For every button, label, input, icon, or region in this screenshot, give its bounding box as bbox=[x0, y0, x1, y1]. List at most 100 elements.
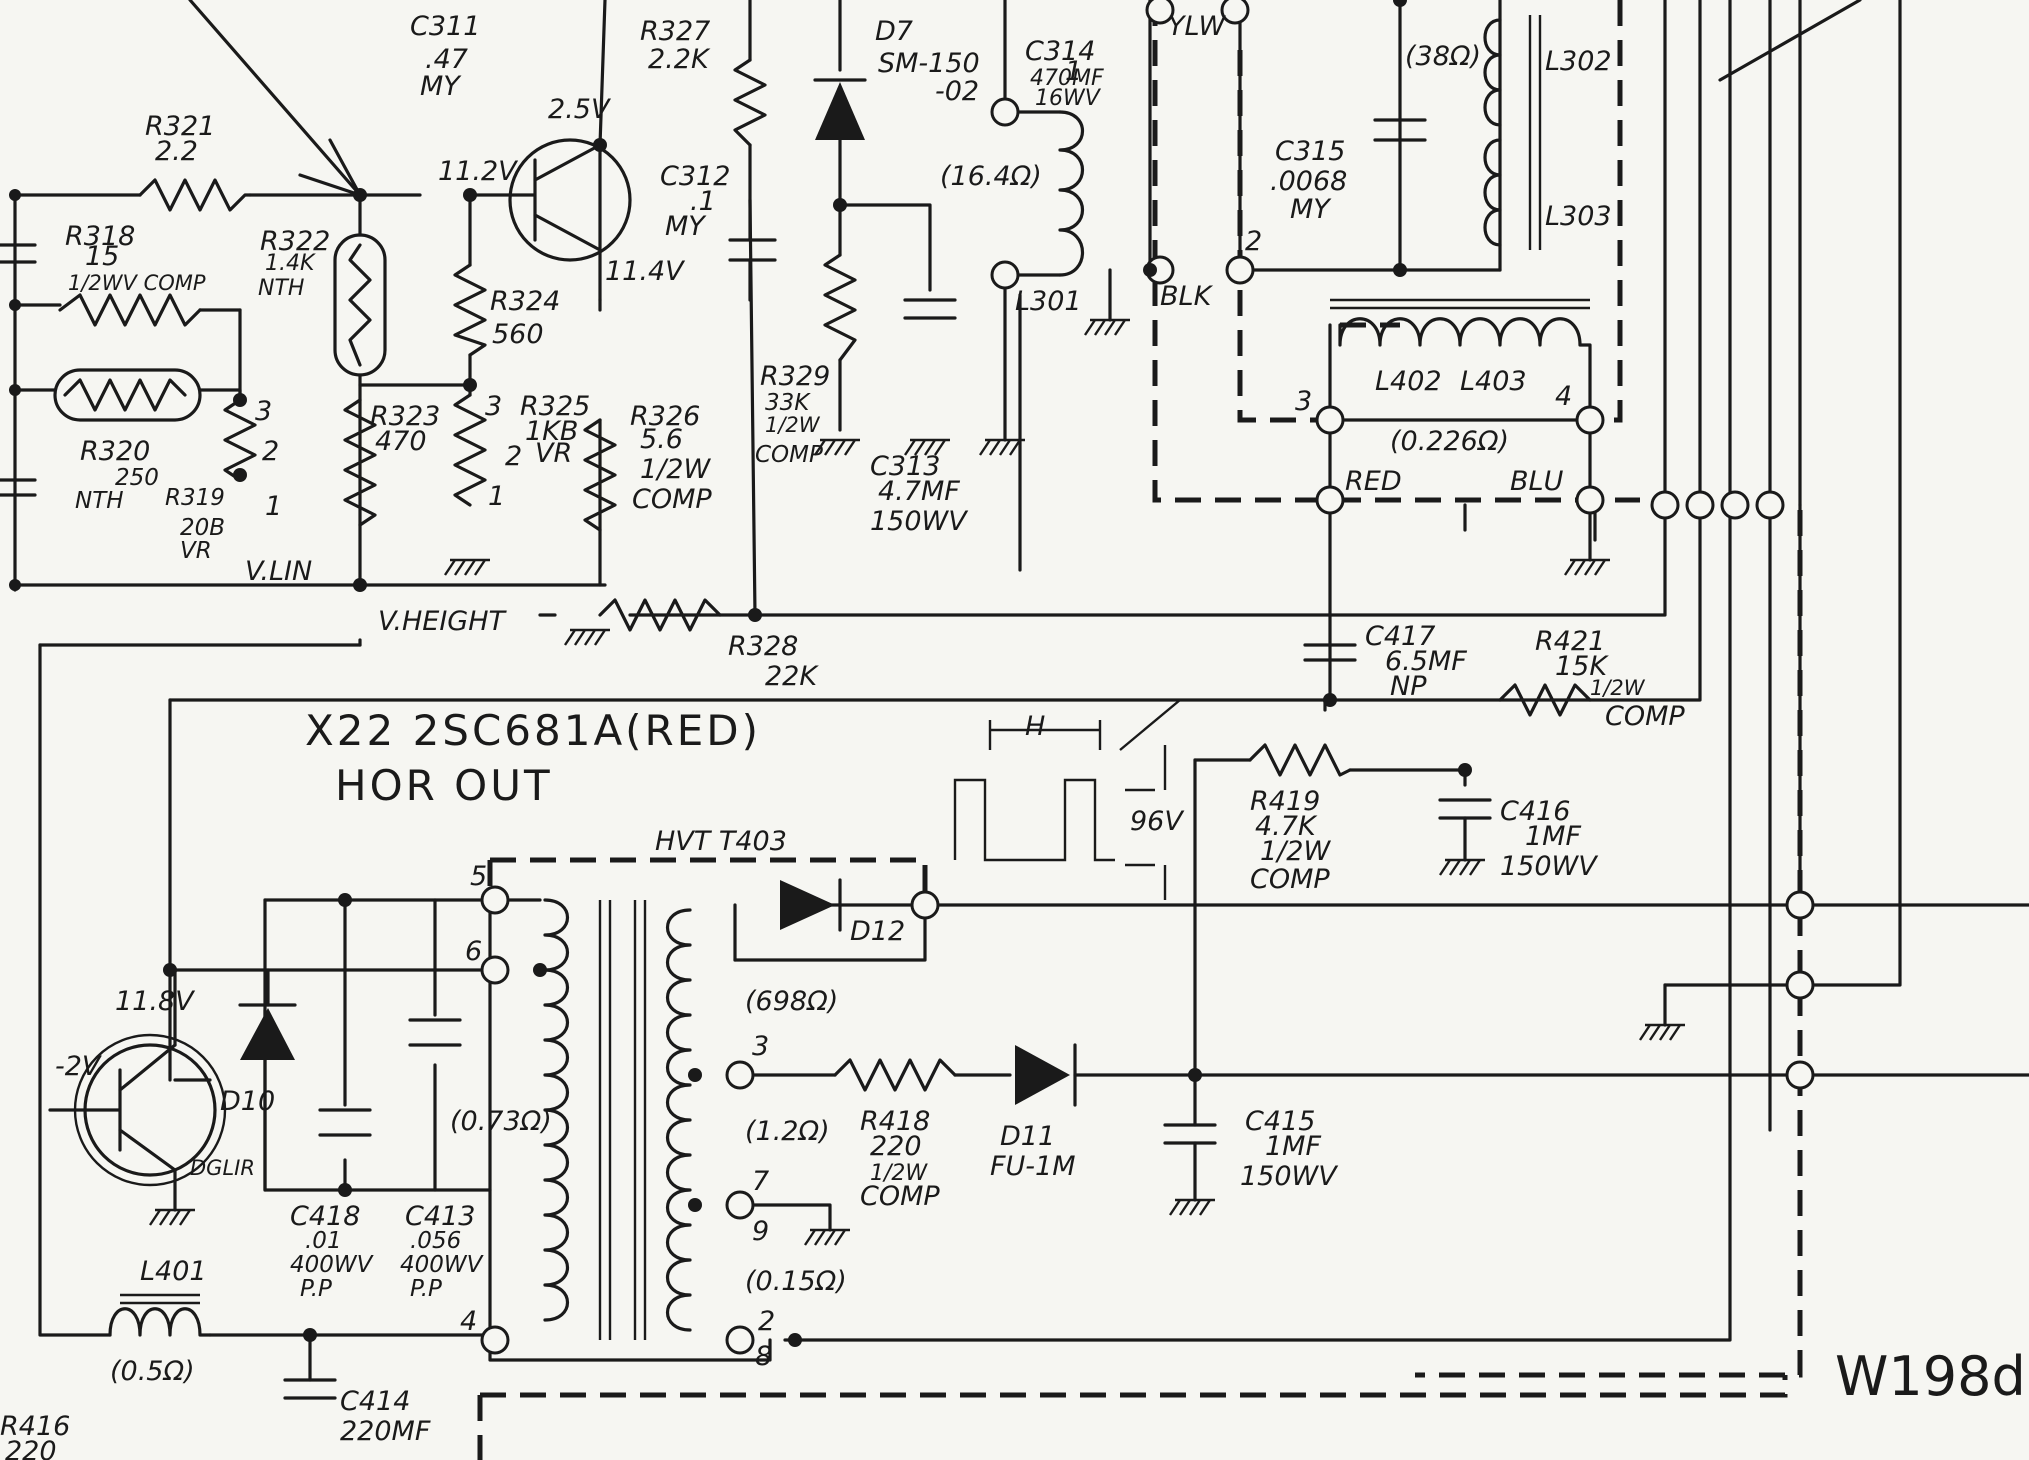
capacitor-c313 bbox=[903, 298, 957, 320]
label-c417-value: 6.5MF bbox=[1385, 646, 1467, 677]
diode-d11 bbox=[1015, 1043, 1077, 1107]
resistor-r419 bbox=[1248, 743, 1352, 777]
thermistor-r322 bbox=[333, 233, 387, 377]
label-r325: R325 bbox=[520, 391, 590, 422]
transistor-hor-out bbox=[48, 968, 227, 1187]
pin-3-hvt: 3 bbox=[752, 1031, 769, 1062]
capacitor-c312 bbox=[728, 198, 777, 302]
label-l301-value: (16.4Ω) bbox=[940, 161, 1042, 192]
resistors bbox=[58, 58, 1592, 1092]
label-c312: C312 bbox=[660, 161, 730, 192]
label-c313: C313 bbox=[870, 451, 940, 482]
pin-9: 9 bbox=[752, 1216, 769, 1247]
label-r326-value: 5.6 bbox=[640, 424, 683, 455]
label-c413: C413 bbox=[405, 1201, 475, 1232]
pin-1-r325: 1 bbox=[488, 481, 505, 512]
label-r319-value: 20B bbox=[180, 515, 225, 541]
label-r320: R320 bbox=[80, 436, 150, 467]
label-r327: R327 bbox=[640, 16, 710, 47]
label-c414-value: 220MF bbox=[340, 1416, 431, 1447]
pin-7: 7 bbox=[752, 1166, 769, 1197]
resistor-r319 bbox=[223, 398, 257, 482]
label-c315-value: .0068 bbox=[1270, 166, 1347, 197]
transistors bbox=[48, 138, 632, 1187]
label-d10: D10 bbox=[220, 1086, 275, 1117]
thermistors bbox=[53, 233, 387, 422]
label-d11: D11 bbox=[1000, 1121, 1055, 1152]
label-c418-voltage: 400WV bbox=[290, 1252, 375, 1278]
label-winding-1-2: (1.2Ω) bbox=[745, 1116, 830, 1147]
coil-l303 bbox=[1483, 138, 1502, 247]
label-r419: R419 bbox=[1250, 786, 1320, 817]
label-c418-value: .01 bbox=[305, 1228, 342, 1254]
capacitor-left1 bbox=[0, 243, 37, 264]
label-r421-type: COMP bbox=[1605, 701, 1685, 732]
label-r319: R319 bbox=[165, 485, 225, 511]
label-c314-value: 470MF bbox=[1030, 66, 1104, 91]
diodes bbox=[238, 78, 1077, 1107]
coil-l402-l403 bbox=[1338, 317, 1592, 422]
label-c312-value: .1 bbox=[690, 186, 716, 217]
hvt-secondary-coil bbox=[665, 908, 692, 1332]
ground-symbols bbox=[149, 318, 1685, 1246]
label-r325-value: 1KB bbox=[525, 416, 578, 447]
resistor-r326 bbox=[583, 418, 617, 532]
label-r318-value: 15 bbox=[85, 241, 119, 272]
label-l403-value: (0.226Ω) bbox=[1390, 426, 1509, 457]
label-c418: C418 bbox=[290, 1201, 360, 1232]
net-red: RED bbox=[1345, 466, 1402, 497]
net-blk: BLK bbox=[1160, 281, 1214, 312]
resistor-r329 bbox=[823, 253, 857, 362]
net-v-height: V.HEIGHT bbox=[378, 606, 508, 637]
label-l401-value: (0.5Ω) bbox=[110, 1356, 195, 1387]
pin-5: 5 bbox=[470, 861, 487, 892]
pin-4: 4 bbox=[460, 1306, 477, 1337]
label-r419-type: COMP bbox=[1250, 864, 1330, 895]
label-c313-voltage: 150WV bbox=[870, 506, 969, 537]
voltage-emitter: 2.5V bbox=[548, 94, 612, 125]
label-r418: R418 bbox=[860, 1106, 930, 1137]
terminals bbox=[9, 0, 1815, 1355]
resistor-r328 bbox=[598, 598, 722, 632]
pin-2-r325: 2 bbox=[505, 441, 522, 472]
label-r321: R321 bbox=[145, 111, 215, 142]
label-c311: C311 bbox=[410, 11, 480, 42]
label-r326-type: COMP bbox=[632, 484, 712, 515]
resistor-r418 bbox=[833, 1058, 957, 1092]
net-v-lin: V.LIN bbox=[245, 556, 312, 587]
voltage-hor-collector: 11.8V bbox=[115, 986, 196, 1017]
label-c414: C414 bbox=[340, 1386, 410, 1417]
inductors bbox=[108, 15, 1592, 1340]
label-r418-value: 220 bbox=[870, 1131, 922, 1162]
label-r327-value: 2.2K bbox=[648, 44, 711, 75]
transistor-q-top bbox=[508, 138, 632, 262]
label-d7: D7 bbox=[875, 16, 913, 47]
label-c312-type: MY bbox=[665, 211, 707, 242]
label-r416: R416 bbox=[0, 1411, 70, 1442]
label-r328: R328 bbox=[728, 631, 798, 662]
label-r421: R421 bbox=[1535, 626, 1605, 657]
label-l302-value: (38Ω) bbox=[1405, 41, 1481, 72]
pin-4-box: 4 bbox=[1555, 381, 1572, 412]
label-d7-part: SM-150 bbox=[878, 48, 980, 79]
circuit-title: X22 2SC681A(RED) bbox=[305, 706, 761, 755]
label-hvt-t403: HVT T403 bbox=[655, 826, 787, 857]
label-c418-type: P.P bbox=[300, 1276, 332, 1302]
coil-l302 bbox=[1483, 18, 1502, 127]
label-l403: L403 bbox=[1460, 366, 1527, 397]
label-r318-type: 1/2WV COMP bbox=[68, 271, 206, 295]
resistor-r324 bbox=[453, 263, 487, 357]
label-r325-type: VR bbox=[535, 438, 572, 469]
label-c413-voltage: 400WV bbox=[400, 1252, 485, 1278]
capacitor-c415 bbox=[1163, 1073, 1217, 1202]
resistor-r318 bbox=[58, 293, 202, 327]
label-c416-value: 1MF bbox=[1525, 821, 1581, 852]
resistor-r325 bbox=[453, 393, 487, 507]
label-dglir: DGLIR bbox=[190, 1156, 255, 1180]
label-r324-value: 560 bbox=[492, 319, 544, 350]
capacitor-c315 bbox=[1373, 118, 1427, 272]
voltage-hor-base: -2V bbox=[55, 1051, 103, 1082]
label-c413-value: .056 bbox=[410, 1228, 461, 1254]
label-r418-type: COMP bbox=[860, 1181, 940, 1212]
label-l301: L301 bbox=[1015, 286, 1082, 317]
